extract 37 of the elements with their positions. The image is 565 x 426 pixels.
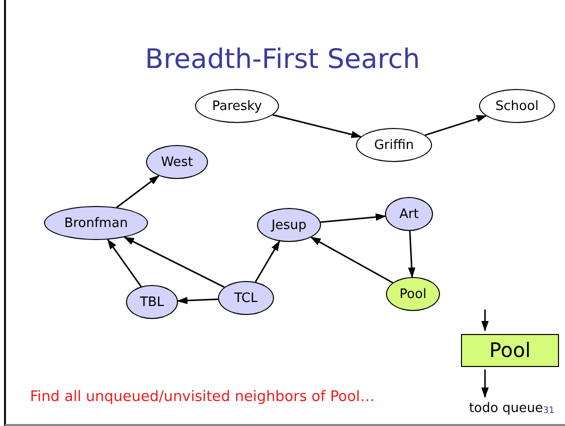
node-label: TCL bbox=[234, 290, 258, 306]
visited-ellipse bbox=[257, 208, 321, 242]
page-number: 31 bbox=[543, 406, 554, 416]
node-label: Jesup bbox=[271, 218, 307, 232]
visited-ellipse bbox=[385, 197, 433, 231]
node-label: Paresky bbox=[212, 98, 262, 114]
node-label: School bbox=[495, 98, 539, 114]
arrow bbox=[320, 213, 386, 223]
arrow bbox=[176, 296, 218, 304]
place-ellipse bbox=[479, 89, 555, 123]
arrow bbox=[272, 114, 362, 138]
arrow bbox=[107, 238, 142, 287]
current-ellipse bbox=[386, 277, 440, 311]
node-label: Art bbox=[399, 206, 419, 222]
node-label: Griffin bbox=[374, 138, 414, 152]
arrow bbox=[424, 115, 487, 136]
arrow bbox=[310, 236, 394, 284]
queue-caption: todo queue bbox=[468, 400, 544, 416]
queue-box bbox=[461, 334, 559, 366]
node-label: Pool bbox=[489, 338, 531, 362]
node-label: West bbox=[161, 154, 193, 170]
arrow bbox=[481, 310, 489, 332]
arrow bbox=[481, 370, 489, 398]
place-ellipse bbox=[356, 128, 432, 162]
slide-title: Breadth-First Search bbox=[144, 44, 421, 75]
note-text: Find all unqueued/unvisited neighbors of Pool… bbox=[30, 389, 375, 405]
arrow bbox=[124, 236, 225, 288]
visited-ellipse bbox=[146, 145, 208, 179]
visited-ellipse bbox=[218, 281, 274, 315]
node-label: Bronfman bbox=[64, 216, 128, 230]
visited-ellipse bbox=[126, 285, 178, 319]
arrow bbox=[254, 240, 280, 282]
node-label: Pool bbox=[400, 286, 426, 302]
node-label: TBL bbox=[140, 294, 164, 310]
arrow bbox=[408, 230, 416, 278]
arrow bbox=[116, 175, 160, 208]
place-ellipse bbox=[195, 89, 279, 123]
